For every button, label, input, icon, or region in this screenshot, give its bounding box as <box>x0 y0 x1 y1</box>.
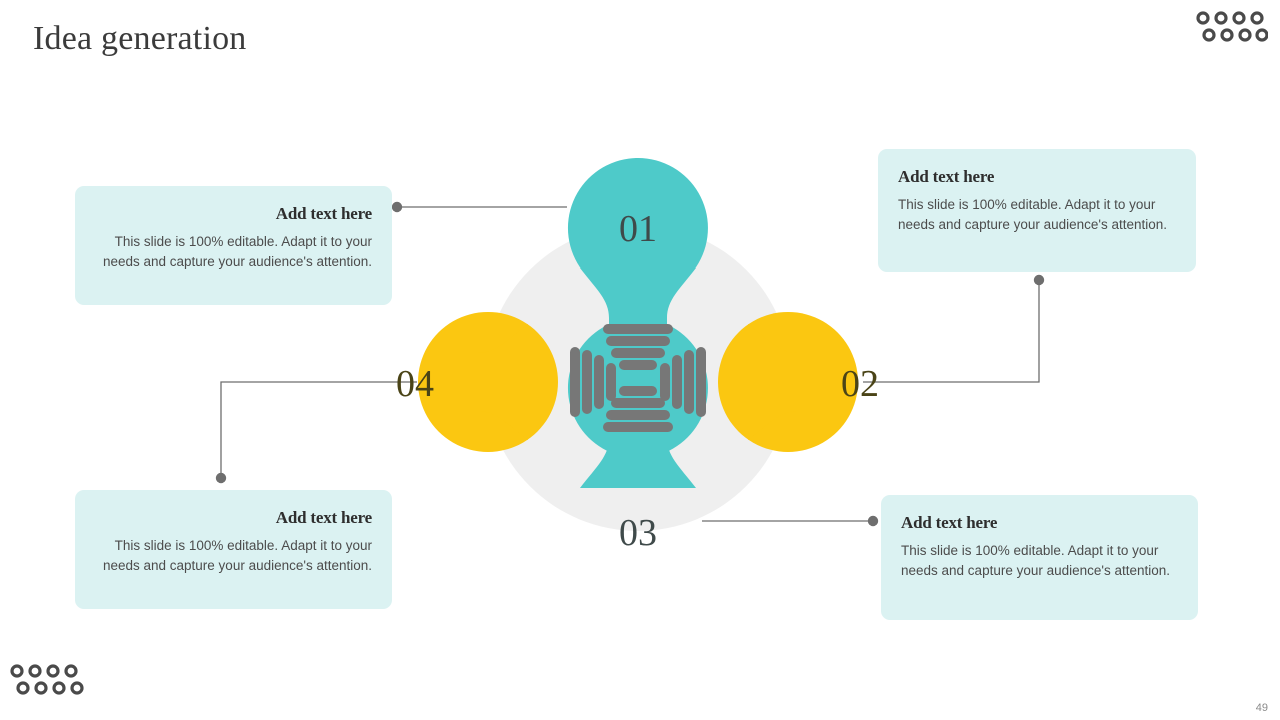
dot-grid-icon <box>1196 11 1269 42</box>
bulb-04[interactable]: 04 <box>396 311 558 452</box>
screw-base-left <box>570 347 616 417</box>
screw-base-bottom <box>603 386 673 432</box>
callout-box-04[interactable]: Add text here This slide is 100% editabl… <box>75 490 392 609</box>
connector-endpoint-dot <box>391 201 403 213</box>
callout-body: This slide is 100% editable. Adapt it to… <box>102 538 372 573</box>
connector-line-03 <box>702 515 879 527</box>
dot-grid-decoration-top-right <box>1196 10 1269 49</box>
callout-box-01[interactable]: Add text here This slide is 100% editabl… <box>75 186 392 305</box>
connector-line-01 <box>391 201 567 213</box>
bulb-01[interactable]: 01 <box>567 158 708 330</box>
callout-title: Add text here <box>275 204 372 223</box>
page-number: 49 <box>1255 702 1268 714</box>
bulb-screw-bases <box>570 324 706 432</box>
bulb-label-04: 04 <box>396 363 434 405</box>
bulb-label-03: 03 <box>619 512 657 554</box>
dot-grid-icon <box>10 664 84 695</box>
callout-title: Add text here <box>275 508 372 527</box>
callout-body: This slide is 100% editable. Adapt it to… <box>102 234 372 269</box>
callout-body: This slide is 100% editable. Adapt it to… <box>898 197 1168 232</box>
connector-line-02 <box>863 274 1045 383</box>
callout-box-03[interactable]: Add text here This slide is 100% editabl… <box>881 495 1198 620</box>
page-title: Idea generation <box>33 20 247 57</box>
idea-generation-diagram: 01 03 02 04 <box>205 140 1075 620</box>
connector-endpoint-dot <box>1033 274 1045 286</box>
bulb-02[interactable]: 02 <box>718 311 879 452</box>
screw-base-right <box>660 347 706 417</box>
callout-box-02[interactable]: Add text here This slide is 100% editabl… <box>878 149 1196 272</box>
callout-body: This slide is 100% editable. Adapt it to… <box>901 543 1171 578</box>
connector-endpoint-dot <box>215 472 227 484</box>
screw-base-top <box>603 324 673 370</box>
callout-title: Add text here <box>898 167 995 186</box>
bulb-label-02: 02 <box>841 363 879 405</box>
bulb-label-01: 01 <box>619 208 657 250</box>
connector-endpoint-dot <box>867 515 879 527</box>
callout-title: Add text here <box>901 513 998 532</box>
diagram-canvas: 01 03 02 04 <box>215 158 1045 554</box>
dot-grid-decoration-bottom-left <box>8 663 84 702</box>
connector-line-04 <box>215 381 417 484</box>
